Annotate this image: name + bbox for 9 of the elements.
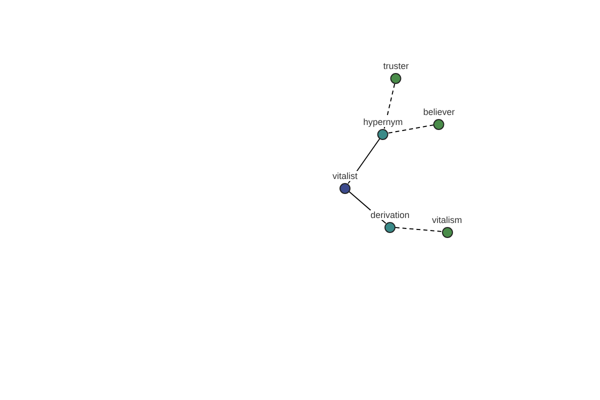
node-label: hypernym: [363, 116, 403, 126]
node-label: believer: [423, 106, 455, 116]
dashed-line: [388, 124, 434, 134]
dashed-line: [394, 226, 442, 232]
node-label: vitalist: [332, 170, 358, 180]
node-label: derivation: [370, 210, 410, 220]
node-label: truster: [383, 60, 409, 70]
dashed-line: [384, 82, 396, 130]
node-label: vitalism: [432, 214, 462, 224]
